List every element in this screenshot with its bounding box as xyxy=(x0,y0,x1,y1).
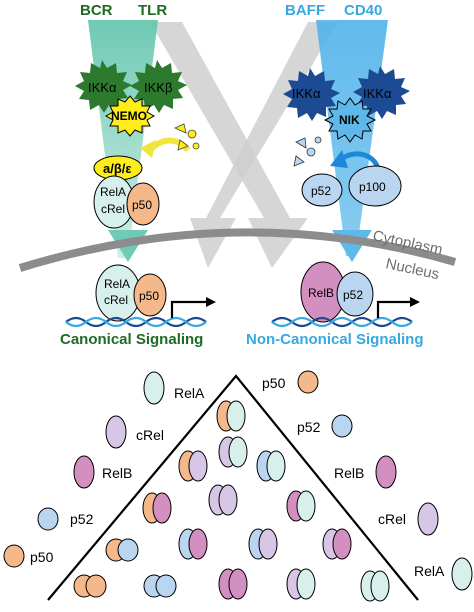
dimer-rela-p50-top xyxy=(216,400,246,432)
monomer-p52-left xyxy=(37,507,59,531)
processing-arrowhead xyxy=(330,150,348,168)
ikk-alpha-label-1: IKKα xyxy=(292,86,321,101)
dimer-p52-p50 xyxy=(105,538,139,562)
left-label-relb: RelB xyxy=(102,465,132,481)
receptor-label-cd40: CD40 xyxy=(344,2,382,19)
ikk-alpha-starburst-1 xyxy=(283,68,340,121)
ikk-alpha-label-2: IKKα xyxy=(363,86,392,101)
nuclear-membrane xyxy=(18,228,457,272)
p50-protein xyxy=(126,182,160,226)
p52-protein-cytoplasm xyxy=(301,173,343,207)
p100-label: p100 xyxy=(359,180,386,194)
receptor-label-bcr: BCR xyxy=(80,2,113,19)
p52-label-nucleus: p52 xyxy=(343,288,363,302)
crossover-arrow-right-to-left xyxy=(190,22,338,268)
transcription-arrow-noncanonical xyxy=(376,300,410,318)
dimer-rela-crel xyxy=(218,436,248,468)
dimer-relb-p50 xyxy=(142,492,172,524)
pyramid-outline xyxy=(47,374,419,601)
dimer-rela-p52 xyxy=(256,450,286,482)
ikk-alpha-starburst-2 xyxy=(353,66,410,119)
p50-label-nucleus: p50 xyxy=(139,289,159,303)
monomer-relb-right xyxy=(375,455,397,489)
transcription-arrowhead-noncanonical xyxy=(410,297,420,307)
monomer-p50-right xyxy=(297,370,319,394)
noncanonical-signaling-title: Non-Canonical Signaling xyxy=(246,331,424,348)
monomer-p50-left xyxy=(3,544,25,568)
dimer-crel-p50 xyxy=(178,450,208,482)
transcription-arrowhead-canonical xyxy=(206,297,216,307)
left-label-crel: cRel xyxy=(136,427,164,443)
p50-protein-nucleus xyxy=(133,273,167,317)
canonical-signaling-title: Canonical Signaling xyxy=(60,331,203,348)
receptor-label-tlr: TLR xyxy=(138,2,167,19)
receptor-label-baff: BAFF xyxy=(285,2,325,19)
nemo-starburst xyxy=(104,95,156,137)
crel-label-nucleus: cRel xyxy=(104,293,128,307)
dimer-rela-rela xyxy=(360,570,390,602)
rela-label: RelA xyxy=(100,185,126,199)
nik-starburst xyxy=(323,97,377,143)
ikk-beta-starburst xyxy=(130,60,187,113)
p52-label-cytoplasm: p52 xyxy=(311,184,331,198)
monomer-relb-left xyxy=(73,455,95,489)
ikk-alpha-label: IKKα xyxy=(88,80,117,95)
p52-protein-nucleus xyxy=(336,271,374,317)
p100-protein xyxy=(348,165,402,207)
dimer-crel-relb xyxy=(322,528,352,560)
dimer-crel-rela xyxy=(286,568,316,600)
ikb-label: a/β/ε xyxy=(103,161,132,176)
monomer-crel-left xyxy=(105,415,127,449)
dimer-p50-p50 xyxy=(73,574,107,598)
left-label-p52: p52 xyxy=(70,511,94,527)
crel-label: cRel xyxy=(101,202,125,216)
p100-fragments xyxy=(293,136,322,167)
dimer-p52-p52 xyxy=(143,574,177,598)
monomer-rela-left xyxy=(143,371,165,405)
nemo-label: NEMO xyxy=(111,109,147,123)
phospho-arrowhead-canonical xyxy=(140,140,156,158)
relb-label-nucleus: RelB xyxy=(308,286,334,300)
monomer-crel-right xyxy=(417,502,439,536)
left-label-rela: RelA xyxy=(174,385,205,401)
dimer-grid xyxy=(73,400,390,602)
monomer-rela-right xyxy=(451,557,473,591)
ikk-beta-label: IKKβ xyxy=(144,80,172,95)
dimer-crel-p52 xyxy=(248,528,278,560)
monomer-p52-right xyxy=(331,414,353,438)
nik-label: NIK xyxy=(339,113,360,127)
dna-helix-noncanonical xyxy=(271,316,413,328)
dimer-relb-p52 xyxy=(178,528,208,560)
dimer-crel-crel xyxy=(208,484,238,516)
right-label-relb: RelB xyxy=(334,465,364,481)
right-label-rela: RelA xyxy=(414,563,445,579)
right-label-crel: cRel xyxy=(378,511,406,527)
crossover-arrow-left-to-right xyxy=(150,22,308,268)
dimer-relb-relb xyxy=(218,568,248,600)
left-label-p50: p50 xyxy=(30,549,54,565)
dna-helix-canonical xyxy=(65,316,207,328)
dimer-relb-rela xyxy=(286,490,316,522)
transcription-arrow-canonical xyxy=(170,300,206,318)
p50-label: p50 xyxy=(132,198,152,212)
ikb-fragments xyxy=(174,123,200,151)
right-label-p52: p52 xyxy=(297,419,321,435)
rela-label-nucleus: RelA xyxy=(104,277,130,291)
right-label-p50: p50 xyxy=(262,375,286,391)
